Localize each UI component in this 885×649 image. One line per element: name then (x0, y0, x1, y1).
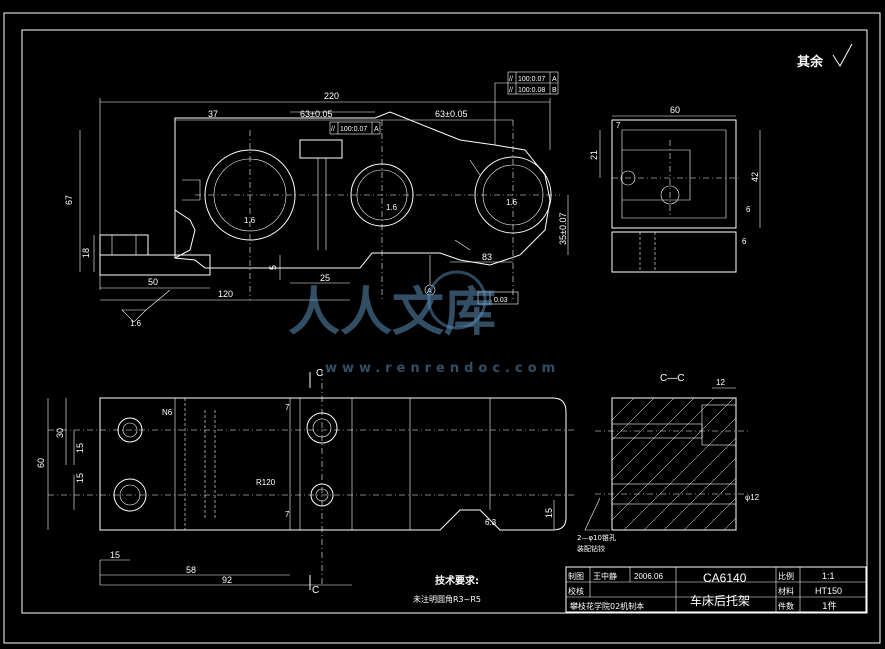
dim-63b: 63±0.05 (435, 109, 467, 119)
tb-drawn-label: 制图 (568, 571, 584, 581)
outer-border (3, 12, 881, 644)
dim-220: 220 (324, 91, 339, 101)
section-dim-phi12: φ12 (745, 493, 760, 502)
tb-scale-label: 比例 (778, 571, 794, 581)
gdt1-datum1: A (552, 76, 557, 83)
dim-63a: 63±0.05 (300, 109, 332, 119)
gdt1-val2: 100:0.08 (518, 87, 545, 94)
front-dim-60: 60 (36, 458, 46, 468)
front-dim-15a: 15 (75, 443, 85, 453)
tb-part-name: 车床后托架 (690, 593, 750, 608)
dim-50: 50 (148, 277, 158, 287)
front-dim-15b: 15 (75, 473, 85, 483)
dim-25: 25 (320, 273, 330, 283)
tb-material-value: HT150 (815, 586, 842, 596)
tb-school: 攀枝花学院02机制本 (570, 601, 644, 611)
watermark-url: www.renrendoc.com (325, 361, 560, 376)
dim-35: 35±0.07 (558, 213, 568, 245)
gdt2-datum: A (374, 126, 379, 133)
tb-scale-value: 1:1 (822, 571, 835, 581)
front-dim-15c: 15 (110, 550, 120, 560)
front-dim-7a: 7 (285, 403, 290, 412)
section-mark-top: C (316, 368, 323, 379)
side-dim-6a: 6 (746, 205, 751, 214)
side-dim-60: 60 (670, 105, 680, 115)
title-block: 制图 王中静 2006.06 校核 攀枝花学院02机制本 CA6140 车床后托… (565, 566, 867, 613)
tb-drawn-date: 2006.06 (634, 572, 663, 581)
top-view: 220 37 63±0.05 63±0.05 67 18 50 120 25 5… (64, 71, 569, 328)
tb-material-label: 材料 (778, 586, 794, 596)
roughness-3: 1.6 (506, 198, 518, 207)
tb-checked-label: 校核 (568, 586, 584, 596)
hole-note-1: 2—φ10锥孔 (577, 533, 616, 542)
roughness-1: 1.6 (244, 216, 256, 225)
side-dim-42: 42 (750, 172, 760, 182)
gdt2-sym: // (331, 126, 335, 133)
dim-37: 37 (208, 109, 218, 119)
roughness-2: 1.6 (386, 203, 398, 212)
tech-line1: 未注明圆角R3~R5 (413, 594, 481, 604)
front-view: 60 30 15 15 15 58 92 15 6.3 R120 7 7 N6 … (36, 368, 575, 596)
dim-67: 67 (64, 195, 74, 205)
front-dim-n6: N6 (162, 408, 173, 417)
side-dim-7: 7 (616, 121, 621, 130)
tech-title: 技术要求: (435, 574, 479, 587)
gdt2-val: 100:0.07 (340, 126, 367, 133)
roughness-4: 1.6 (130, 319, 142, 328)
dim-83: 83 (482, 252, 492, 262)
tb-qty-value: 1件 (822, 600, 837, 612)
gdt1-sym1: // (509, 76, 513, 83)
roughness-symbol-icon (832, 43, 853, 67)
hole-note-2: 装配钻铰 (577, 544, 605, 553)
dim-5: 5 (268, 265, 278, 270)
side-view: 60 7 42 21 6 6 (589, 105, 761, 273)
section-view: C—C 12 φ12 2—φ10锥孔 装配钻铰 (577, 373, 760, 553)
dim-120: 120 (218, 289, 233, 299)
gdt1-val1: 100:0.07 (518, 76, 545, 83)
front-roughness: 6.3 (485, 518, 497, 527)
inner-border (21, 29, 868, 614)
side-dim-6b: 6 (742, 237, 747, 246)
gdt1-datum2: B (552, 87, 557, 94)
front-dim-15d: 15 (544, 508, 554, 518)
tb-qty-label: 件数 (778, 601, 794, 611)
front-dim-30: 30 (55, 428, 65, 438)
tb-drawn-name: 王中静 (593, 571, 617, 581)
watermark: 人人文库 www.renrendoc.com (288, 270, 560, 376)
front-dim-7b: 7 (285, 510, 290, 519)
roughness-note: 其余 (797, 54, 824, 70)
side-dim-21: 21 (589, 150, 599, 160)
gdt1-sym2: // (509, 87, 513, 94)
front-dim-92: 92 (222, 575, 232, 585)
dim-18: 18 (81, 248, 91, 258)
section-mark-bottom: C (312, 585, 319, 596)
watermark-text: 人人文库 (288, 283, 496, 343)
section-label: C—C (660, 373, 684, 384)
front-dim-r120: R120 (256, 478, 276, 487)
section-dim-12: 12 (716, 378, 725, 387)
flatness-value: 0.03 (494, 297, 508, 304)
tb-part-code: CA6140 (703, 571, 747, 585)
front-dim-58: 58 (186, 565, 196, 575)
